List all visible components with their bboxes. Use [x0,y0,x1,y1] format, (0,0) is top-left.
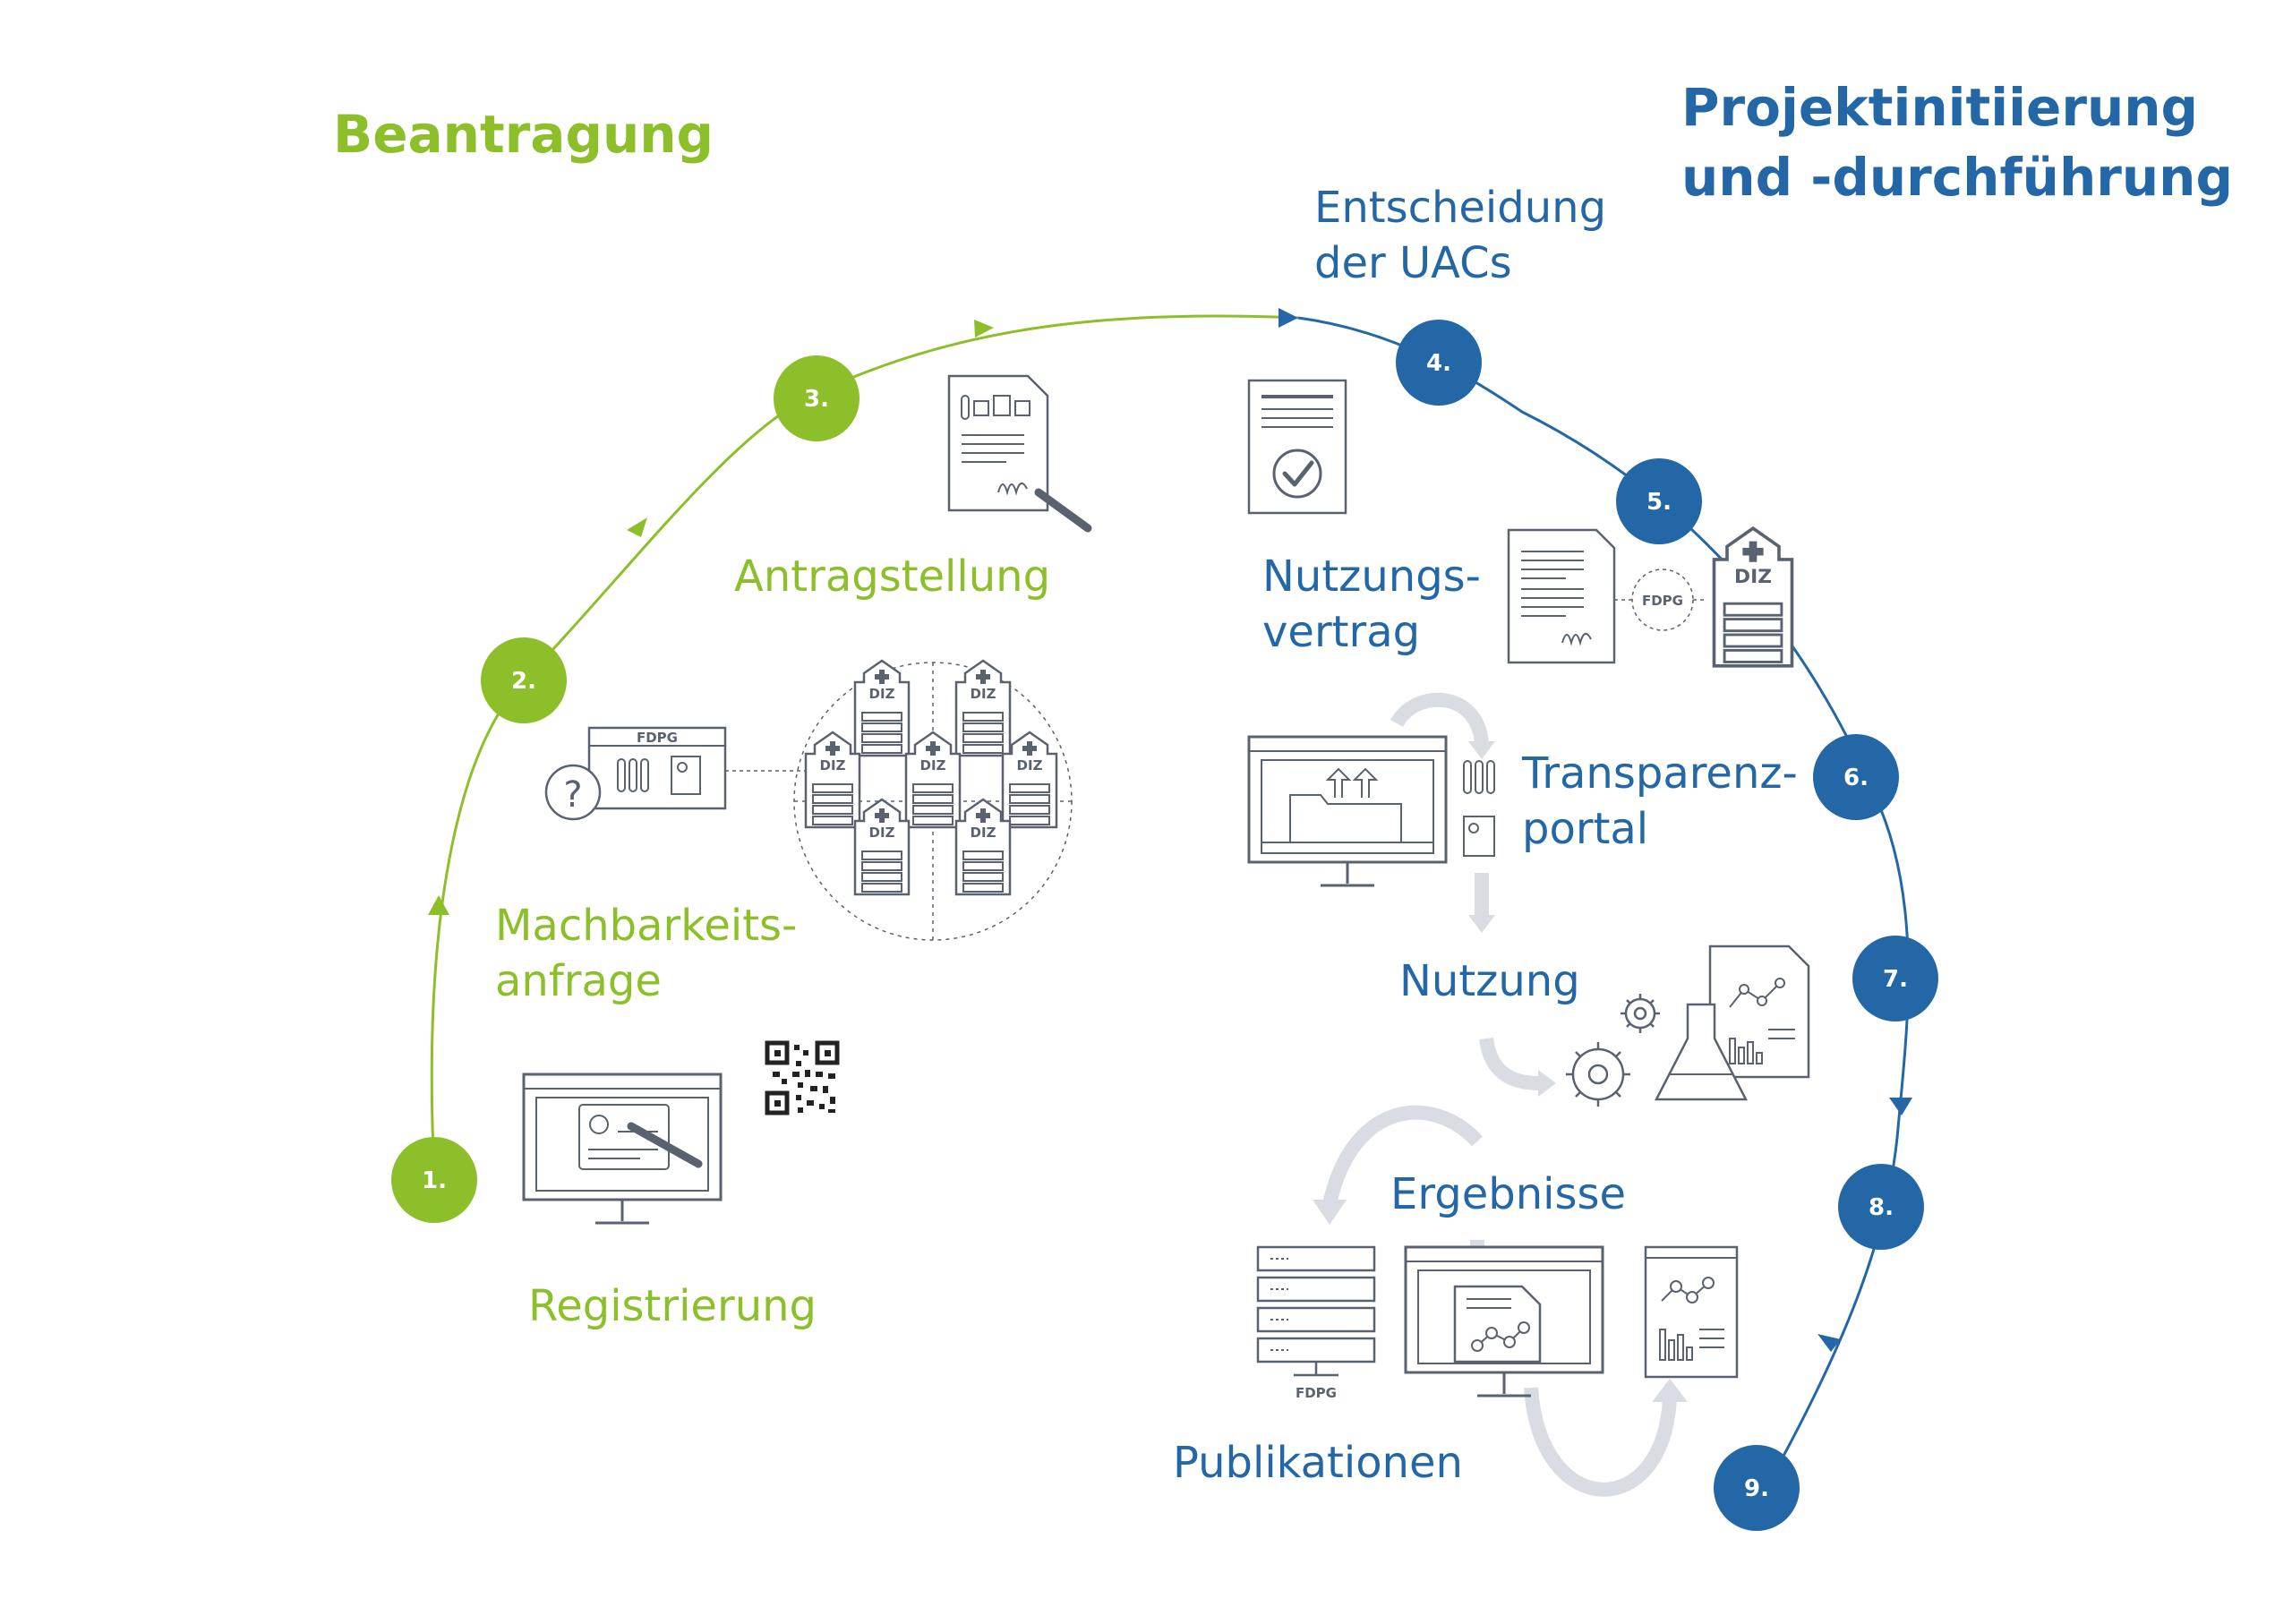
step-circle-7: 7. [1852,936,1938,1021]
step-number: 3. [804,386,829,413]
flask-icon [1654,1003,1749,1101]
diz-building-icon: DIZ [1712,526,1794,668]
step-number: 5. [1646,489,1672,516]
step-circle-2: 2. [481,637,567,723]
step-number: 2. [511,668,536,695]
diz-cluster-icon: DIZ DIZ DIZ DIZ DIZ DIZ DIZ [793,659,1073,941]
step-circle-8: 8. [1838,1164,1924,1250]
diz-label: DIZ [869,686,895,702]
sample-tubes-icon [1463,760,1495,857]
qr-code-icon [765,1040,840,1115]
arrow-head [627,517,647,537]
svg-text:?: ? [563,774,582,816]
step-number: 8. [1869,1194,1894,1221]
label-ergebnisse: Ergebnisse [1390,1169,1626,1219]
approval-document-icon [1247,379,1347,515]
heading-projekt-line2: und -durchführung [1681,147,2233,208]
fdpg-label: FDPG [1642,593,1683,609]
label-nutzung: Nutzung [1399,956,1580,1006]
fdpg-label: FDPG [637,730,678,746]
report-icon [1644,1245,1739,1379]
label-registrierung: Registrierung [528,1281,817,1331]
flow-arrowheads-decoration [1313,741,1688,1402]
step-number: 6. [1843,765,1869,791]
arrow-head [1889,1098,1912,1115]
label-machbarkeit-line2: anfrage [495,956,662,1006]
diz-label: DIZ [869,825,895,841]
arrow-head [428,895,449,915]
arrow-head [1279,308,1298,328]
label-publikationen: Publikationen [1173,1438,1463,1488]
flask-gears-icon [1566,944,1810,1107]
diz-label: DIZ [820,757,846,774]
step-circle-6: 6. [1813,734,1899,820]
diz-label: DIZ [1734,566,1772,588]
transparency-monitor-icon [1247,735,1448,887]
registration-monitor-icon [522,1073,723,1225]
diz-label: DIZ [971,825,996,841]
application-document-icon [947,374,1092,533]
diz-label: DIZ [1017,757,1043,774]
step-number: 4. [1426,350,1451,377]
fdpg-server-icon: FDPG [1256,1245,1376,1401]
label-transparenz-line2: portal [1522,804,1648,854]
diz-label: DIZ [920,757,946,774]
results-monitor-icon [1404,1245,1604,1397]
diz-label: DIZ [971,686,996,702]
feasibility-query-icon: FDPG ? [544,726,808,821]
step-circle-9: 9. [1714,1445,1800,1531]
arc-arrowheads [428,308,1912,1352]
arrow-head [1817,1334,1841,1352]
label-transparenz-line1: Transparenz- [1521,748,1798,799]
label-nutzungsvertrag-line1: Nutzungs- [1262,551,1481,602]
step-circle-5: 5. [1616,458,1702,544]
step-circle-3: 3. [774,355,860,441]
arc-green-segment [430,314,1299,1174]
step-number: 9. [1744,1475,1769,1502]
label-machbarkeit-line1: Machbarkeits- [495,901,797,951]
step-number: 7. [1883,966,1908,993]
label-nutzungsvertrag-line2: vertrag [1262,607,1420,657]
label-antragstellung: Antragstellung [734,551,1050,602]
step-number: 1. [422,1167,447,1194]
fdpg-label: FDPG [1296,1385,1337,1401]
label-entscheidung-line1: Entscheidung [1314,183,1606,233]
label-entscheidung-line2: der UACs [1314,238,1512,288]
step-circle-1: 1. [391,1137,477,1223]
heading-beantragung: Beantragung [333,104,714,165]
heading-projekt-line1: Projektinitiierung [1681,77,2198,138]
step-circle-4: 4. [1396,320,1482,406]
contract-document-icon: FDPG [1507,528,1707,664]
arrow-head [974,320,994,338]
